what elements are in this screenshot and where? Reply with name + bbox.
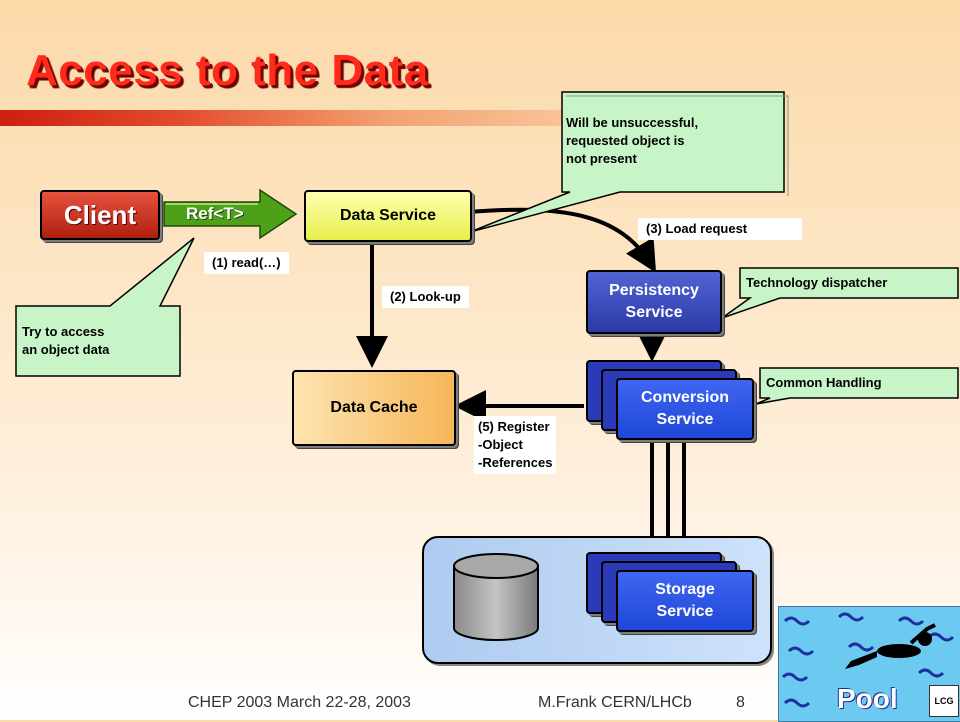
footer-author: M.Frank CERN/LHCb [538, 694, 692, 711]
callout-tech-dispatcher-bubble [721, 267, 959, 319]
pool-logo-text: Pool [837, 683, 898, 714]
storage-service-box: Storage Service [616, 570, 754, 632]
node-line: Persistency [609, 282, 699, 299]
database-cylinder-icon [453, 553, 539, 641]
ref-arrow-shape [163, 188, 298, 240]
node-line: Service [625, 304, 683, 321]
data-cache-box: Data Cache [292, 370, 456, 446]
callout-line: not present [566, 151, 637, 166]
title-underline-bar [0, 110, 700, 126]
footer-page-number: 8 [736, 694, 745, 711]
conversion-service-box: Conversion Service [616, 378, 754, 440]
label-line: (5) Register [478, 419, 550, 434]
node-line: Service [656, 603, 714, 620]
callout-unsuccessful-bubble [469, 91, 789, 233]
callout-unsuccessful-text: Will be unsuccessful, requested object i… [566, 114, 698, 168]
callout-line: requested object is [566, 133, 685, 148]
label-load-request: (3) Load request [638, 218, 802, 240]
swimmer-logo-icon [781, 612, 955, 708]
data-service-box: Data Service [304, 190, 472, 242]
callout-common-handling-text: Common Handling [766, 375, 882, 390]
lcg-badge: LCG [929, 685, 959, 717]
client-box: Client [40, 190, 160, 240]
node-line: Service [656, 411, 714, 428]
pool-logo: Pool LCG [778, 606, 960, 722]
callout-line: Try to access [22, 324, 105, 339]
callout-common-handling-bubble [755, 367, 959, 405]
label-register: (5) Register -Object -References [474, 416, 557, 474]
persistency-service-box: Persistency Service [586, 270, 722, 334]
footer-conference: CHEP 2003 March 22-28, 2003 [188, 694, 411, 711]
callout-tech-dispatcher-text: Technology dispatcher [746, 275, 888, 290]
label-line: -References [478, 455, 553, 470]
callout-try-access-text: Try to access an object data [22, 323, 109, 359]
label-line: -Object [478, 437, 523, 452]
node-line: Conversion [640, 389, 729, 406]
slide-title: Access to the Data [26, 46, 429, 95]
ref-label: Ref<T> [186, 204, 244, 223]
label-look-up: (2) Look-up [382, 286, 469, 308]
node-line: Storage [655, 581, 715, 598]
callout-line: an object data [22, 342, 110, 357]
callout-try-access-bubble [15, 237, 195, 377]
arrow-load-request [467, 207, 657, 273]
callout-line: Will be unsuccessful, [566, 115, 699, 130]
label-read: (1) read(…) [204, 252, 289, 274]
